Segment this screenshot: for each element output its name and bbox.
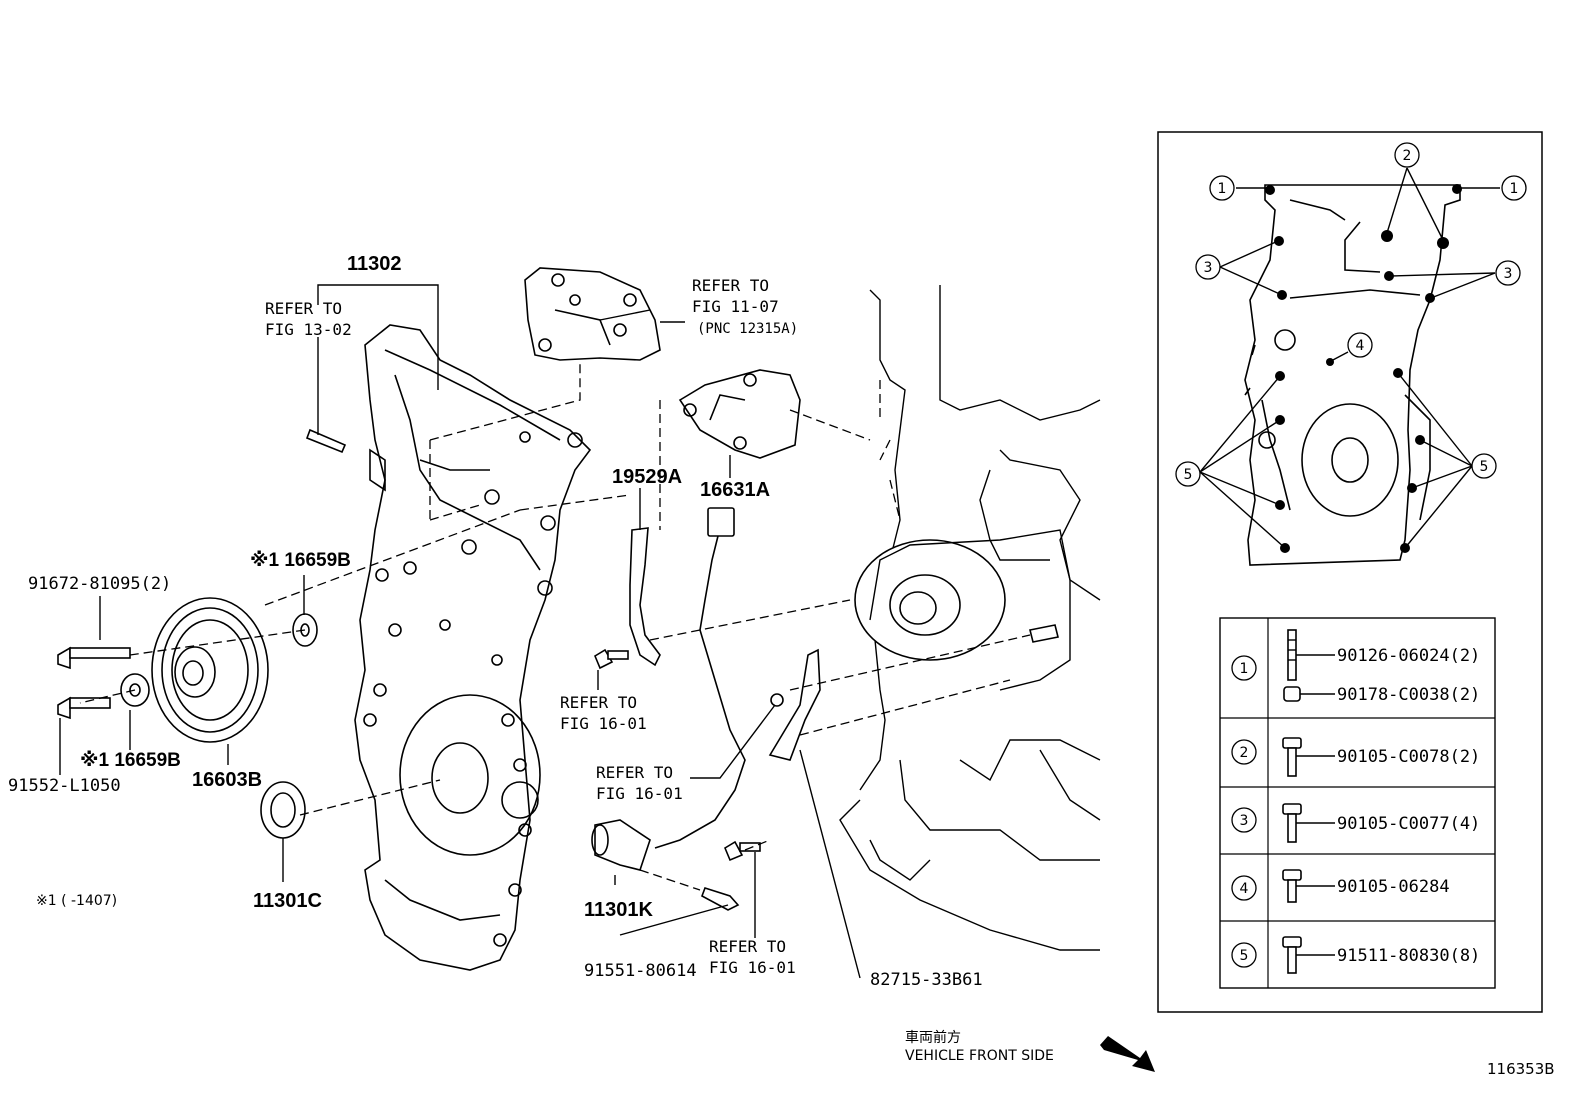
part-labels: 11302 REFER TO FIG 13-02 REFER TO FIG 11…	[8, 253, 1555, 1078]
solid-leader-lines	[59, 284, 861, 979]
front-direction-arrow	[1100, 1036, 1155, 1072]
bolts-illustration	[57, 428, 821, 911]
table-part-3: 90105-C0077(4)	[1337, 814, 1480, 834]
label-refer-16-01-a-1: REFER TO	[560, 693, 637, 712]
fastener-table: 1 2 3 4 5 90126-06024(2) 90178-C0038(2) …	[1219, 617, 1496, 989]
label-91551: 91551-80614	[584, 961, 697, 981]
inset-bolt-dots	[1265, 184, 1462, 553]
table-key-3: 3	[1240, 813, 1249, 829]
callout-5-left: 5	[1184, 467, 1193, 483]
callout-3-right: 3	[1504, 266, 1513, 282]
callout-3-left: 3	[1204, 260, 1213, 276]
table-part-4: 90105-06284	[1337, 877, 1450, 897]
label-16659B-top: ※1 16659B	[250, 550, 351, 571]
table-key-2: 2	[1240, 745, 1249, 761]
label-82715: 82715-33B61	[870, 970, 983, 990]
label-19529A: 19529A	[612, 466, 682, 488]
direction-jp: 車両前方	[905, 1029, 961, 1046]
table-part-1b: 90178-C0038(2)	[1337, 685, 1480, 705]
callout-4: 4	[1356, 338, 1365, 354]
label-16631A: 16631A	[700, 479, 770, 501]
bracket-19529A-illustration	[629, 527, 661, 667]
diagram-id: 116353B	[1487, 1060, 1555, 1078]
label-refer-11-07-a: REFER TO	[692, 276, 769, 295]
label-refer-11-07-c: (PNC 12315A)	[697, 321, 798, 337]
table-key-1: 1	[1240, 661, 1249, 677]
label-refer-16-01-b-1: REFER TO	[596, 763, 673, 782]
table-part-2: 90105-C0078(2)	[1337, 747, 1480, 767]
timing-cover-illustration	[354, 324, 592, 971]
callout-1-right: 1	[1510, 181, 1519, 197]
label-16659B-bottom: ※1 16659B	[80, 750, 181, 771]
callout-5-right: 5	[1480, 459, 1489, 475]
crank-sensor-illustration	[591, 507, 746, 871]
label-11301K: 11301K	[584, 899, 654, 921]
inset-leader-lines	[1199, 167, 1500, 549]
engine-block-illustration	[839, 285, 1101, 951]
inset-callouts: 1 1 2 3 3 4 5 5	[1175, 142, 1527, 487]
footnote: ※1 ( -1407)	[36, 893, 117, 909]
engine-mount-bracket-illustration	[524, 267, 661, 361]
label-16603B: 16603B	[192, 769, 262, 791]
label-refer-16-01-a-2: FIG 16-01	[560, 714, 647, 733]
label-refer-16-01-c-2: FIG 16-01	[709, 958, 796, 977]
label-refer-16-01-b-2: FIG 16-01	[596, 784, 683, 803]
label-refer-13-02-b: FIG 13-02	[265, 320, 352, 339]
crank-pulley-illustration	[120, 597, 318, 839]
table-key-4: 4	[1240, 881, 1249, 897]
label-refer-11-07-b: FIG 11-07	[692, 297, 779, 316]
dashed-alignment-lines	[79, 360, 1031, 891]
callout-1-left: 1	[1218, 181, 1227, 197]
callout-2: 2	[1403, 148, 1412, 164]
label-91672: 91672-81095(2)	[28, 574, 171, 594]
label-91552: 91552-L1050	[8, 776, 121, 796]
table-part-5: 91511-80830(8)	[1337, 946, 1480, 966]
label-refer-13-02-a: REFER TO	[265, 299, 342, 318]
table-key-5: 5	[1240, 948, 1249, 964]
inset-frame	[1157, 131, 1543, 1013]
label-refer-16-01-c-1: REFER TO	[709, 937, 786, 956]
bracket-16631A-illustration	[678, 369, 801, 459]
label-11302: 11302	[347, 253, 402, 275]
direction-en: VEHICLE FRONT SIDE	[905, 1048, 1054, 1064]
table-part-1a: 90126-06024(2)	[1337, 646, 1480, 666]
label-11301C: 11301C	[253, 890, 322, 912]
